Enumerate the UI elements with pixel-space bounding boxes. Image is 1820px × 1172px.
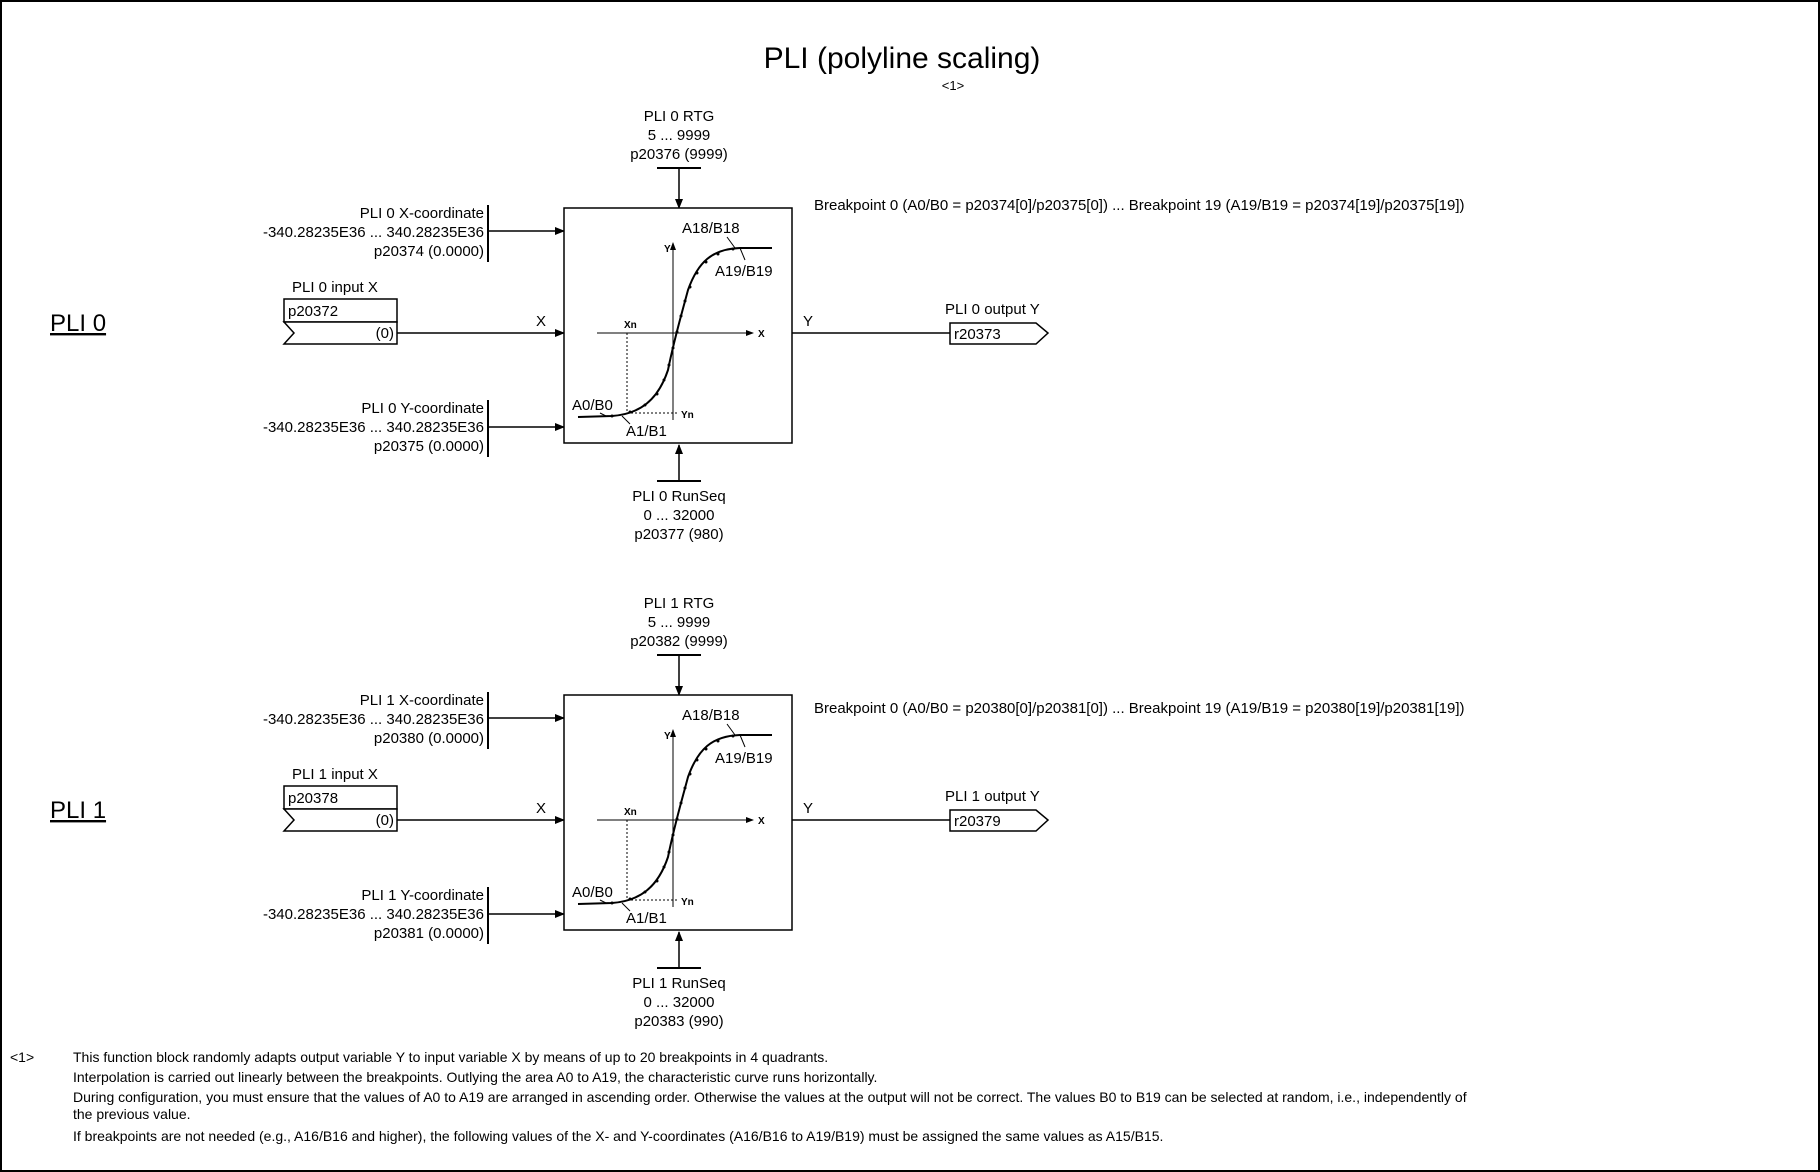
ycoord-range: -340.28235E36 ... 340.28235E36 <box>263 419 484 436</box>
ycoord-name: PLI 0 Y-coordinate <box>361 400 484 417</box>
characteristic-graph: X Y Xn Yn A18/B18 A19/B19 A0/B0 A1/B1 <box>572 707 773 927</box>
input-param: p20372 <box>288 303 338 320</box>
output-signal-label: Y <box>803 800 813 817</box>
runseq-name: PLI 1 RunSeq <box>632 975 725 992</box>
xcoord-param: p20380 (0.0000) <box>374 730 484 747</box>
xcoord-name: PLI 1 X-coordinate <box>360 692 484 709</box>
rtg-name: PLI 1 RTG <box>644 595 715 612</box>
block-label: PLI 0 <box>50 310 106 337</box>
input-name: PLI 1 input X <box>292 766 378 783</box>
page-title: PLI (polyline scaling) <box>764 42 1041 75</box>
ycoord-param: p20381 (0.0000) <box>374 925 484 942</box>
output-param: r20373 <box>954 326 1001 343</box>
xn-label: Xn <box>624 807 637 818</box>
rtg-range: 5 ... 9999 <box>648 127 711 144</box>
xcoord-range: -340.28235E36 ... 340.28235E36 <box>263 224 484 241</box>
y-axis-label: Y <box>664 731 671 742</box>
curve-breakpoints <box>610 247 735 418</box>
output-param: r20379 <box>954 813 1001 830</box>
output-connector-box[interactable] <box>949 322 1050 345</box>
ycoord-name: PLI 1 Y-coordinate <box>361 887 484 904</box>
output-connector-box[interactable] <box>949 809 1050 832</box>
a18-leader <box>726 723 736 736</box>
input-default: (0) <box>376 812 394 829</box>
a0-label: A0/B0 <box>572 397 613 414</box>
a18-label: A18/B18 <box>682 220 740 237</box>
pli-block-0: PLI 0 PLI 0 RTG 5 ... 9999 p20376 (9999)… <box>50 108 1464 543</box>
x-axis-label: X <box>758 816 765 827</box>
runseq-param: p20377 (980) <box>634 526 723 543</box>
footnote: <1> This function block randomly adapts … <box>10 1049 1467 1144</box>
a18-label: A18/B18 <box>682 707 740 724</box>
breakpoints-text: Breakpoint 0 (A0/B0 = p20380[0]/p20381[0… <box>814 700 1464 717</box>
a1-leader <box>621 902 631 912</box>
xn-label: Xn <box>624 320 637 331</box>
runseq-range: 0 ... 32000 <box>644 994 715 1011</box>
output-name: PLI 1 output Y <box>945 788 1040 805</box>
characteristic-curve <box>577 247 772 418</box>
a1-label: A1/B1 <box>626 423 667 440</box>
a19-label: A19/B19 <box>715 263 773 280</box>
xcoord-name: PLI 0 X-coordinate <box>360 205 484 222</box>
pli-block-1: PLI 1 PLI 1 RTG 5 ... 9999 p20382 (9999)… <box>50 595 1464 1030</box>
a0-leader <box>599 899 607 904</box>
a18-leader <box>726 236 736 249</box>
block-label: PLI 1 <box>50 797 106 824</box>
input-signal-label: X <box>536 800 546 817</box>
title-note-marker: <1> <box>942 78 964 93</box>
xcoord-range: -340.28235E36 ... 340.28235E36 <box>263 711 484 728</box>
input-name: PLI 0 input X <box>292 279 378 296</box>
ycoord-param: p20375 (0.0000) <box>374 438 484 455</box>
yn-label: Yn <box>681 897 694 908</box>
input-default: (0) <box>376 325 394 342</box>
a1-leader <box>621 415 631 425</box>
footnote-line: Interpolation is carried out linearly be… <box>73 1069 877 1085</box>
footnote-line: If breakpoints are not needed (e.g., A16… <box>73 1128 1163 1144</box>
x-axis-label: X <box>758 329 765 340</box>
y-axis-label: Y <box>664 244 671 255</box>
a0-leader <box>599 412 607 417</box>
breakpoints-text: Breakpoint 0 (A0/B0 = p20374[0]/p20375[0… <box>814 197 1464 214</box>
footnote-line: the previous value. <box>73 1106 191 1122</box>
footnote-line: During configuration, you must ensure th… <box>73 1089 1467 1105</box>
input-param: p20378 <box>288 790 338 807</box>
runseq-name: PLI 0 RunSeq <box>632 488 725 505</box>
output-signal-label: Y <box>803 313 813 330</box>
rtg-name: PLI 0 RTG <box>644 108 715 125</box>
input-connector-box[interactable] <box>282 808 398 832</box>
a1-label: A1/B1 <box>626 910 667 927</box>
xcoord-param: p20374 (0.0000) <box>374 243 484 260</box>
characteristic-curve <box>577 734 772 905</box>
a19-label: A19/B19 <box>715 750 773 767</box>
runseq-range: 0 ... 32000 <box>644 507 715 524</box>
rtg-param: p20376 (9999) <box>630 146 728 163</box>
rtg-param: p20382 (9999) <box>630 633 728 650</box>
runseq-param: p20383 (990) <box>634 1013 723 1030</box>
a0-label: A0/B0 <box>572 884 613 901</box>
curve-breakpoints <box>610 734 735 905</box>
characteristic-graph: X Y Xn Yn A18/B18 A19/B19 A0/B0 A1/B1 <box>572 220 773 440</box>
output-name: PLI 0 output Y <box>945 301 1040 318</box>
rtg-range: 5 ... 9999 <box>648 614 711 631</box>
input-connector-box[interactable] <box>282 321 398 345</box>
footnote-line: This function block randomly adapts outp… <box>73 1049 828 1065</box>
input-signal-label: X <box>536 313 546 330</box>
ycoord-range: -340.28235E36 ... 340.28235E36 <box>263 906 484 923</box>
footnote-marker: <1> <box>10 1049 34 1065</box>
yn-label: Yn <box>681 410 694 421</box>
a19-leader <box>739 734 746 748</box>
a19-leader <box>739 247 746 261</box>
